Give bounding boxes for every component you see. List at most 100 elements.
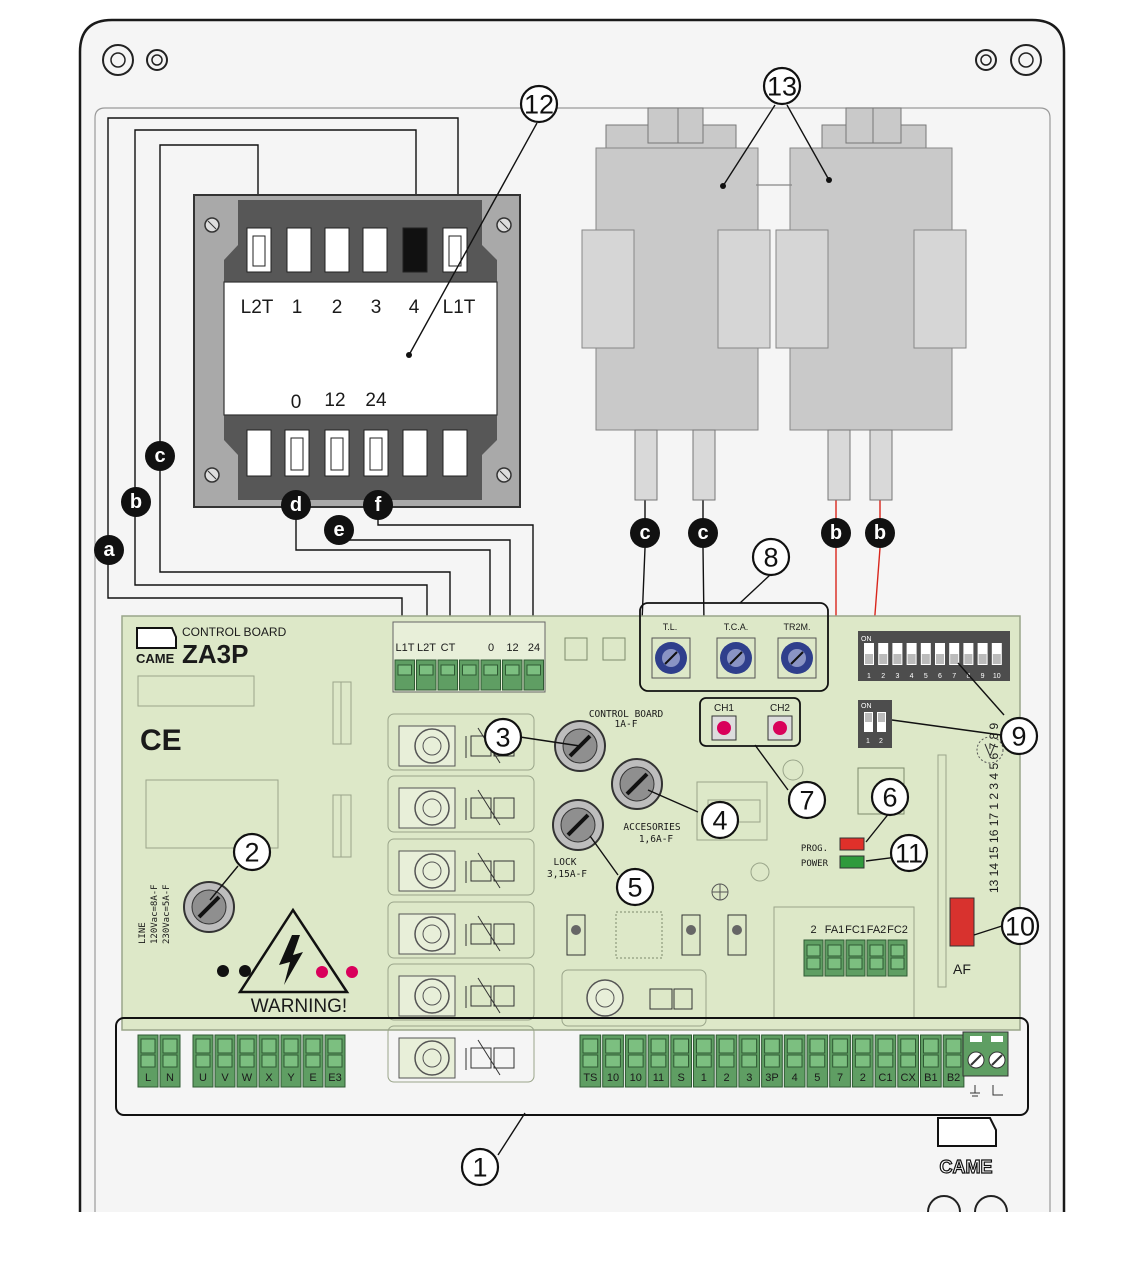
terminal-label: FC1 <box>845 924 866 936</box>
terminal[interactable]: E3 <box>324 1034 346 1088</box>
terminal[interactable] <box>480 659 501 691</box>
rotary-selector-icon[interactable] <box>976 736 1004 764</box>
terminal[interactable] <box>416 659 437 691</box>
wire-marker: f <box>363 490 393 520</box>
transformer-label: 1 <box>292 297 303 318</box>
dip10-number: 8 <box>966 673 970 680</box>
dip10-number: 9 <box>981 673 985 680</box>
transformer-bottom-labels: 0 12 24 <box>291 390 387 413</box>
trimmer-tr2m[interactable] <box>777 637 817 679</box>
trimmer-group: T.L. T.C.A. TR2M. <box>639 602 829 692</box>
dip2-number: 2 <box>879 738 883 745</box>
af-radio-connector[interactable] <box>949 897 975 947</box>
terminal-label: 1 <box>701 1072 707 1084</box>
terminal[interactable] <box>824 939 845 977</box>
terminal[interactable]: 3P <box>761 1034 783 1088</box>
capacitor-left <box>581 107 771 501</box>
callout-number: 8 <box>763 543 778 573</box>
terminal[interactable]: 4 <box>783 1034 806 1088</box>
transformer-label: 24 <box>365 390 387 411</box>
terminal[interactable]: 2 <box>851 1034 874 1088</box>
terminal-label: B1 <box>924 1072 937 1084</box>
terminal[interactable]: B1 <box>920 1034 942 1088</box>
terminal[interactable]: U <box>192 1034 214 1088</box>
fuse-accessories-rating: 1,6A-F <box>639 834 674 845</box>
terminal-label: 5 <box>814 1072 820 1084</box>
callout-number: 13 <box>767 72 797 102</box>
terminal-label: 2 <box>810 924 816 936</box>
terminal[interactable] <box>887 939 908 977</box>
wire-marker-letter: c <box>154 445 165 467</box>
trimmer-tca[interactable] <box>716 637 756 679</box>
terminal[interactable]: 11 <box>647 1034 670 1088</box>
ch2-label: CH2 <box>770 703 790 714</box>
terminal[interactable]: S <box>670 1034 692 1088</box>
terminal[interactable]: W <box>236 1034 258 1088</box>
terminal-label: E3 <box>328 1072 341 1084</box>
terminal[interactable]: N <box>159 1034 181 1088</box>
ground-terminal[interactable] <box>962 1031 1009 1097</box>
terminal-label: TS <box>583 1072 597 1084</box>
fuse-lock-rating: 3,15A-F <box>547 869 587 880</box>
af-frequency-numbers: 13 14 15 16 17 1 2 3 4 5 6 7 8 9 <box>987 723 1001 893</box>
terminal[interactable] <box>394 659 415 691</box>
fuse-accessories[interactable]: ACCESORIES 1,6A-F <box>611 758 681 845</box>
terminal[interactable]: 1 <box>693 1034 715 1088</box>
callout-3: 3 <box>483 717 523 757</box>
callout-number: 12 <box>524 90 554 120</box>
terminal-label: CT <box>441 642 456 654</box>
relay <box>387 1025 535 1083</box>
terminal[interactable] <box>803 939 824 977</box>
terminal[interactable] <box>523 659 544 691</box>
terminal-label: 10 <box>607 1072 619 1084</box>
terminal[interactable]: E <box>302 1034 324 1088</box>
ch2-button[interactable] <box>767 715 793 741</box>
terminal[interactable] <box>437 659 458 691</box>
transformer-label: 12 <box>324 390 345 411</box>
trimmer-tl[interactable] <box>651 637 691 679</box>
terminal[interactable]: 5 <box>806 1034 829 1088</box>
terminal[interactable]: 3 <box>738 1034 761 1088</box>
relay <box>387 713 535 771</box>
dip2-number: 1 <box>866 738 870 745</box>
terminal[interactable]: 10 <box>624 1034 647 1088</box>
terminal[interactable]: CX <box>897 1034 919 1088</box>
terminal[interactable]: V <box>214 1034 236 1088</box>
terminal[interactable] <box>502 659 523 691</box>
ch1-button[interactable] <box>711 715 737 741</box>
wire-marker-letter: b <box>130 491 142 513</box>
wire-marker-letter: e <box>333 519 344 541</box>
terminal[interactable]: 10 <box>602 1034 624 1088</box>
terminal-label: 3 <box>746 1072 752 1084</box>
terminal[interactable]: B2 <box>942 1034 965 1088</box>
came-logo-text: CAME <box>940 1157 993 1177</box>
callout-leaders <box>209 104 1006 1156</box>
terminal[interactable]: 2 <box>715 1034 738 1088</box>
terminal[interactable] <box>866 939 887 977</box>
terminal[interactable]: C1 <box>874 1034 897 1088</box>
terminal[interactable]: Y <box>280 1034 302 1088</box>
terminal[interactable]: X <box>258 1034 280 1088</box>
wire-marker-letter: c <box>639 522 650 544</box>
fuse-line[interactable]: LINE 120Vac=8A-F 230Vac=5A-F <box>138 881 235 944</box>
terminal-label: X <box>265 1072 273 1084</box>
came-logo-icon <box>136 627 177 649</box>
terminal-label: 7 <box>837 1072 843 1084</box>
callout-11: 11 <box>889 833 929 873</box>
terminal[interactable]: 7 <box>829 1034 851 1088</box>
callout-number: 3 <box>495 723 510 753</box>
dip10-number: 6 <box>938 673 942 680</box>
terminal[interactable] <box>845 939 866 977</box>
terminal[interactable]: L <box>137 1034 159 1088</box>
terminal-label: B2 <box>947 1072 960 1084</box>
dip-switch-2[interactable]: ON 1 2 <box>858 700 892 748</box>
terminal[interactable] <box>459 659 480 691</box>
transformer-label: 3 <box>371 297 382 318</box>
came-logo-icon <box>937 1117 997 1147</box>
prog-led-label: PROG. <box>801 844 828 854</box>
terminal[interactable]: TS <box>579 1034 602 1088</box>
terminal-label: L1T <box>396 642 415 654</box>
relay <box>387 838 535 896</box>
